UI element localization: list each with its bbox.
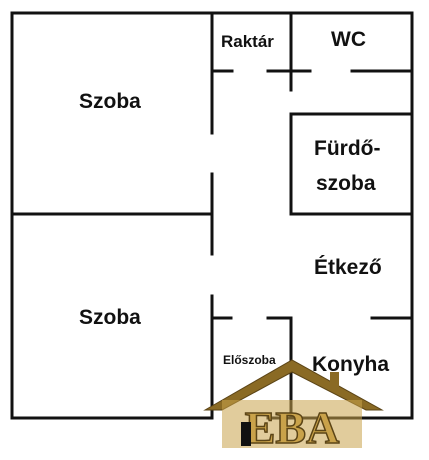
logo-door bbox=[241, 422, 251, 446]
room-label-etkezo: Étkező bbox=[314, 256, 382, 279]
room-label-furdo-line1: Fürdő- bbox=[314, 137, 381, 160]
room-label-eloszoba: Előszoba bbox=[223, 353, 276, 367]
logo-text: EBA bbox=[245, 402, 340, 453]
room-label-konyha: Konyha bbox=[312, 353, 390, 376]
room-label-szoba-bottom: Szoba bbox=[79, 306, 141, 329]
room-label-raktar: Raktár bbox=[221, 32, 274, 51]
logo-chimney bbox=[330, 372, 339, 388]
room-label-furdo-line2: szoba bbox=[316, 172, 376, 195]
room-label-szoba-top: Szoba bbox=[79, 90, 141, 113]
room-label-wc: WC bbox=[331, 28, 366, 51]
eba-logo: EBA bbox=[203, 359, 384, 454]
